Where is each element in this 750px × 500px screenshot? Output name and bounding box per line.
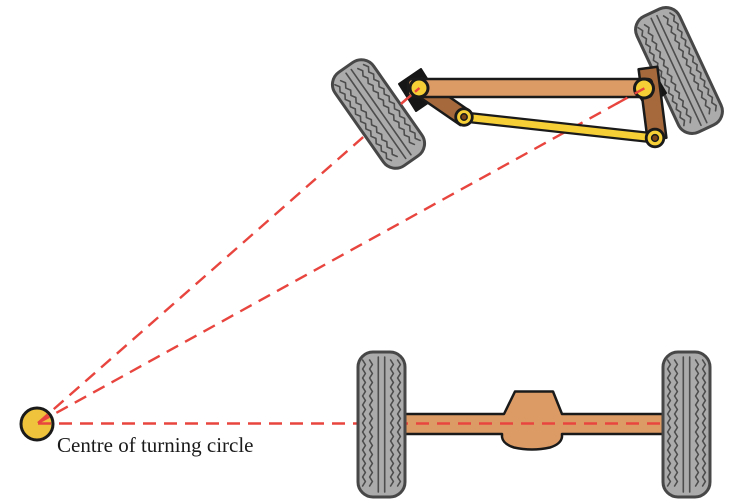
turning-radius-lines [37, 87, 661, 425]
rear-axle-with-differential [393, 390, 680, 451]
tread-zigzag [334, 83, 393, 162]
tread-zigzag [669, 12, 718, 112]
turning-centre-label: Centre of turning circle [57, 433, 254, 457]
tie-rod-left-pivot-hole [460, 113, 468, 121]
rear-left-wheel [356, 350, 407, 499]
tread-zigzag [396, 359, 402, 487]
tread-zigzag [389, 359, 395, 487]
front-axle-beam [406, 77, 654, 99]
front-left-wheel [330, 58, 427, 170]
radius-line-to-front-left-kingpin [37, 87, 420, 424]
tie-rod-right-pivot-hole [650, 133, 660, 143]
rear-right-wheel [661, 350, 712, 499]
dash-over-left-kingpin [400, 87, 421, 105]
tread-rib-line [650, 17, 702, 127]
tread-zigzag [357, 67, 416, 146]
tread-zigzag [694, 359, 700, 487]
tread-zigzag [362, 63, 421, 142]
tread-zigzag [368, 359, 374, 487]
tread-zigzag [701, 359, 707, 487]
tread-zigzag [637, 26, 686, 127]
tread-rib-line [350, 68, 412, 156]
tie-rod-linkage [454, 107, 666, 149]
dash-over-right-kingpin [615, 87, 645, 106]
tread-zigzag [673, 359, 679, 487]
tread-zigzag [666, 359, 672, 487]
tread-rib-line [345, 72, 407, 160]
tread-zigzag [643, 23, 692, 124]
tread-zigzag [662, 15, 711, 115]
tie-rod [462, 111, 657, 144]
tread-zigzag [339, 79, 398, 158]
radius-line-to-front-right-kingpin [37, 87, 645, 425]
tread-rib-line [656, 14, 708, 124]
tread-zigzag [361, 359, 367, 487]
